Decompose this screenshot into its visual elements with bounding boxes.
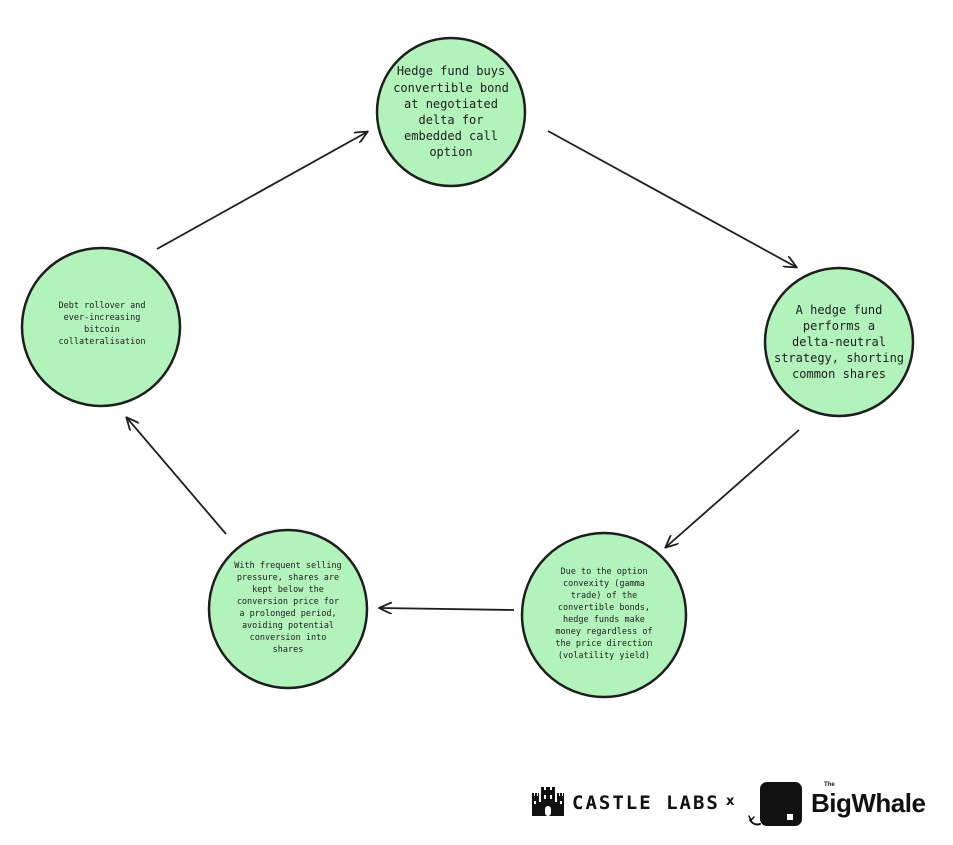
arrow-left-to-top [156, 132, 367, 250]
arrow-right-to-bottom-right [666, 429, 800, 547]
node-label-line: strategy, shorting [773, 351, 905, 366]
node-label-line: pressure, shares are [236, 573, 340, 584]
node-label-line: A hedge fund [795, 302, 883, 317]
the-logo-text: The [824, 782, 835, 788]
node-label-line: money regardless of [555, 626, 653, 637]
node-label-line: at negotiated [404, 96, 498, 111]
node-label-line: Due to the option [560, 567, 648, 578]
node-label-line: conversion price for [236, 597, 340, 608]
node-label-line: kept below the [252, 585, 324, 596]
castle-icon [532, 787, 564, 816]
arrow-bottom-right-to-bottom-left [380, 608, 515, 610]
footer-logos: CASTLE LABS x The BigWhale [528, 778, 938, 830]
separator-x: x [726, 794, 735, 809]
node-label-line: Debt rollover and [58, 301, 146, 312]
node-label-line: convertible bond [393, 80, 509, 95]
node-label-line: shares [272, 644, 304, 655]
node-label-line: collateralisation [58, 336, 146, 347]
node-label-line: (volatility yield) [557, 650, 651, 661]
node-label-bottom-left: With frequent selling pressure, shares a… [218, 551, 358, 667]
node-label-right: A hedge fund performs a delta-neutral st… [767, 290, 911, 394]
node-label-line: trade) of the [570, 591, 638, 602]
node-label-line: bitcoin [84, 325, 120, 335]
whale-icon [748, 782, 802, 826]
node-label-line: delta for [418, 113, 484, 127]
node-circle-right [763, 266, 915, 418]
node-label-line: ever-increasing [63, 313, 141, 324]
big-whale-logo-text: BigWhale [811, 788, 926, 818]
arrow-top-to-right [547, 130, 796, 267]
node-label-line: common shares [792, 367, 886, 382]
node-label-top: Hedge fund buys convertible bond at nego… [385, 52, 517, 172]
node-label-line: hedge funds make [563, 615, 645, 625]
node-label-line: performs a [802, 318, 876, 333]
castle-labs-logo-text: CASTLE LABS [572, 792, 720, 814]
node-circle-bottom-right [520, 531, 688, 699]
node-label-line: embedded call [404, 129, 498, 144]
node-label-bottom-right: Due to the option convexity (gamma trade… [534, 556, 674, 674]
node-label-left: Debt rollover and ever-increasing bitcoi… [36, 290, 168, 360]
node-circle-bottom-left [207, 528, 369, 690]
node-label-line: Hedge fund buys [396, 64, 506, 79]
node-label-line: the price direction [555, 638, 653, 649]
node-label-line: conversion into [249, 632, 327, 643]
arrow-bottom-left-to-left [127, 418, 227, 535]
node-circle-top [375, 36, 527, 188]
node-label-line: delta-neutral [792, 334, 886, 349]
node-label-line: a prolonged period, [239, 609, 337, 619]
node-label-line: convertible bonds, [557, 603, 651, 614]
node-label-line: option [429, 145, 473, 160]
node-label-line: avoiding potential [241, 620, 335, 631]
node-label-line: With frequent selling [234, 561, 342, 572]
node-label-line: convexity (gamma [563, 579, 645, 590]
node-circle-left [20, 246, 182, 408]
